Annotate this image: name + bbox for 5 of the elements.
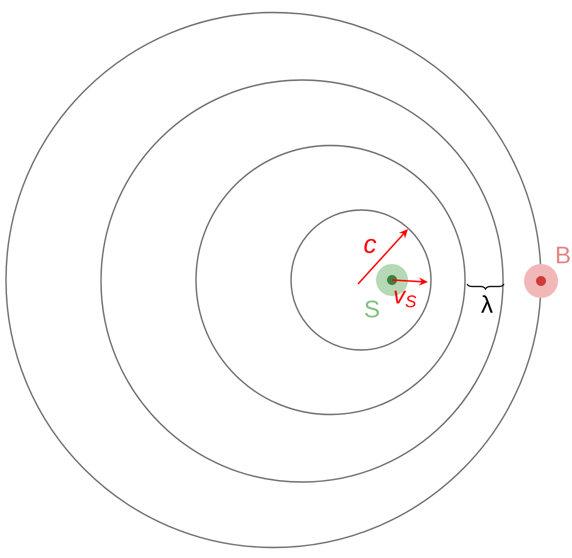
velocity-label: v$_{S}$ [394,290,416,308]
observer-label: B [556,246,570,264]
speed-label: c [364,238,376,254]
source-label: S [365,300,379,318]
wavelength-label: λ [481,295,493,313]
